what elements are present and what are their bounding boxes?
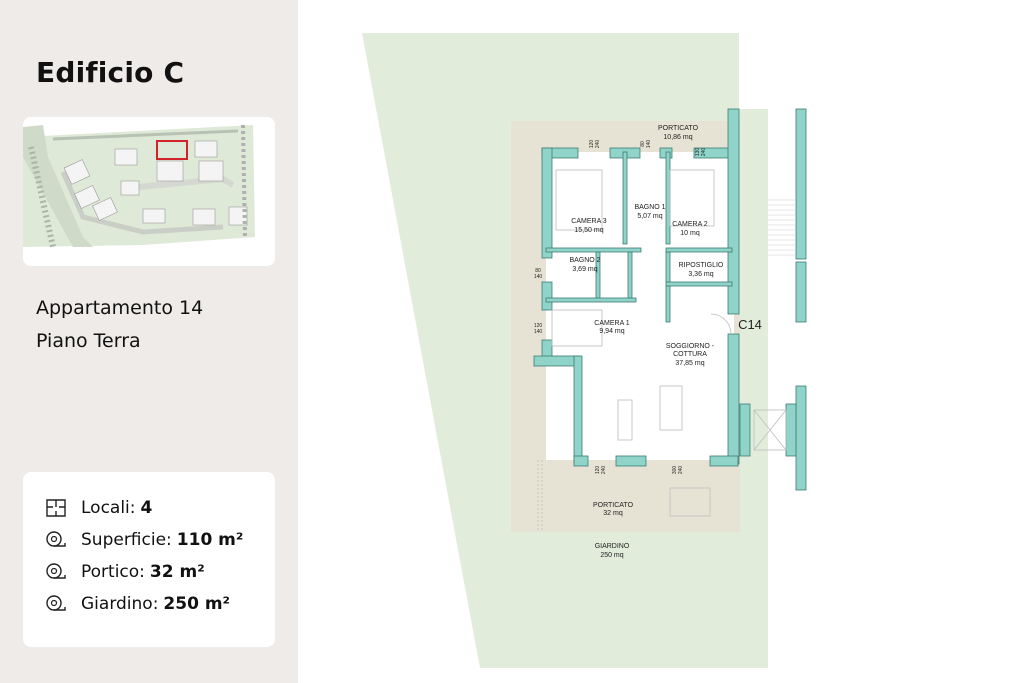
tape-measure-icon [46,595,66,611]
opening-5-w: 120 [534,323,543,329]
opening-4-w: 80 [535,268,541,274]
room-camera2-name: CAMERA 2 [672,221,708,228]
room-porch-bottom-name: PORTICATO [593,502,634,509]
room-porch-top-name: PORTICATO [658,125,699,132]
walls [533,108,807,491]
spec-rooms-label: Locali: [81,498,136,518]
opening-labels: 120 240 80 140 130 240 80 140 120 140 12… [534,140,707,475]
building-c-highlight [156,140,188,160]
opening-7-w: 300 [672,466,678,475]
opening-5-h: 140 [534,329,543,335]
room-camera1-name: CAMERA 1 [594,320,630,327]
tape-measure-icon [46,531,66,547]
room-ripostiglio-area: 3,36 mq [688,271,713,278]
info-sidebar: Edificio C Appartamento 14 Piano Terra [0,0,298,683]
tape-measure-icon [46,563,66,579]
room-soggiorno-name: SOGGIORNO - [666,343,715,350]
furniture [537,169,787,530]
room-camera3-area: 15,50 mq [574,227,603,234]
opening-4-h: 140 [534,274,543,280]
unit-code: C14 [738,317,762,332]
specs-card: Locali: 4 Superficie: 110 m² Portico: 32… [23,472,275,647]
room-camera3-name: CAMERA 3 [571,218,607,225]
spec-surface-value: 110 m² [176,530,244,550]
floor-label: Piano Terra [36,330,141,352]
opening-6-w: 120 [595,466,601,475]
spec-surface-label: Superficie: [81,530,172,550]
opening-3-h: 240 [701,148,707,157]
opening-1-w: 120 [589,140,595,149]
room-soggiorno-name2: COTTURA [673,351,707,358]
room-soggiorno-area: 37,85 mq [675,360,704,367]
spec-garden: Giardino: 250 m² [45,594,230,614]
floor-plan: PORTICATO 10,86 mq CAMERA 3 15,50 mq BAG… [362,33,807,668]
spec-surface: Superficie: 110 m² [45,530,243,550]
room-bagno2-area: 3,69 mq [572,266,597,273]
room-bagno1-area: 5,07 mq [637,213,662,220]
opening-1-h: 240 [595,140,601,149]
room-porch-bottom-area: 32 mq [603,510,623,517]
room-camera1-area: 9,94 mq [599,328,624,335]
room-bagno1-name: BAGNO 1 [634,204,665,211]
spec-rooms: Locali: 4 [45,498,152,518]
opening-7-h: 240 [678,466,684,475]
room-garden-name: GIARDINO [595,543,630,550]
spec-garden-value: 250 m² [163,594,230,614]
spec-portico-value: 32 m² [149,562,205,582]
spec-garden-label: Giardino: [81,594,159,614]
spec-portico-label: Portico: [81,562,145,582]
apartment-name: Appartamento 14 [36,297,204,319]
floorplan-icon [46,499,66,517]
room-ripostiglio-name: RIPOSTIGLIO [679,262,724,269]
site-plan-map [23,117,275,266]
room-garden-area: 250 mq [600,552,623,559]
room-bagno2-name: BAGNO 2 [569,257,600,264]
opening-2-w: 80 [640,141,646,147]
room-porch-top-area: 10,86 mq [663,134,692,141]
site-plan-thumbnail [23,117,275,266]
room-camera2-area: 10 mq [680,230,700,237]
opening-6-h: 240 [601,466,607,475]
spec-rooms-value: 4 [140,498,153,518]
opening-2-h: 140 [646,140,652,149]
stairs [768,199,796,256]
opening-3-w: 130 [695,148,701,157]
room-labels: PORTICATO 10,86 mq CAMERA 3 15,50 mq BAG… [569,125,723,559]
spec-portico: Portico: 32 m² [45,562,205,582]
building-title: Edificio C [36,56,185,89]
